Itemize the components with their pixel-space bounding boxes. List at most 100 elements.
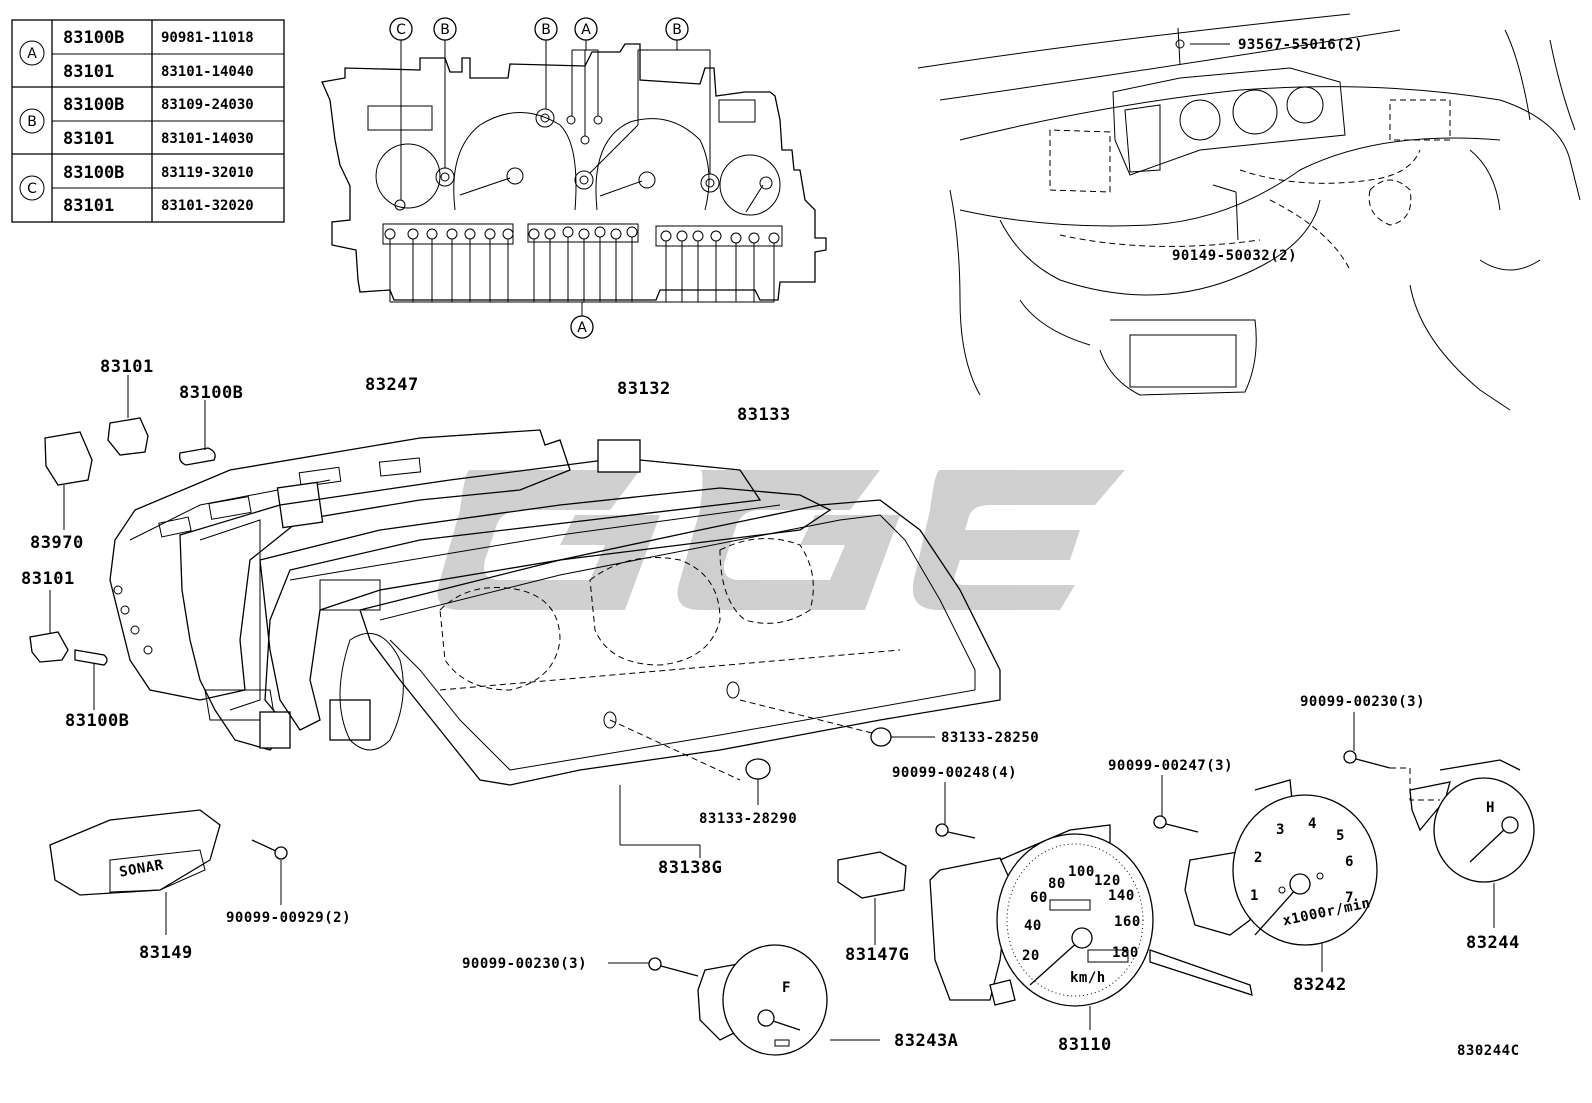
label-83132: 83132 [617,379,671,399]
screw-90099-00230-left [608,957,699,977]
table-cell: 83101 [63,62,114,82]
table-row-b: B 83100B 83109-24030 83101 83101-14030 [19,95,254,149]
bulb-83100b-top [178,400,216,466]
board-marker-a: A [574,17,598,41]
label-90099-00929: 90099-00929(2) [226,910,351,926]
svg-text:5: 5 [1336,828,1345,844]
svg-text:1: 1 [1250,888,1259,904]
sonar-unit-83149: SONAR [49,809,221,935]
label-83138g: 83138G [658,858,722,878]
board-marker-b: B [534,17,558,41]
label-83242: 83242 [1293,975,1347,995]
table-cell: 83100B [63,163,124,183]
dashboard-location-view: 93567-55016(2) 90149-50032(2) [917,13,1581,411]
svg-text:F: F [782,980,791,996]
svg-text:A: A [577,320,587,336]
speedometer-83110: 20 40 60 80 100 120 140 160 180 km/h [929,824,1253,1030]
label-90149-50032: 90149-50032(2) [1172,248,1297,264]
svg-text:100: 100 [1068,864,1095,880]
table-cell: 83101-14030 [161,131,254,147]
cluster-glass-83138g [339,499,1001,786]
part-variant-table: A 83100B 90981-11018 83101 83101-14040 B… [11,19,285,223]
connector-83147g [837,851,907,945]
fuel-gauge-83243a: F [697,944,880,1056]
table-cell: 83100B [63,95,124,115]
table-cell: 83109-24030 [161,97,254,113]
table-key-a: A [27,46,37,62]
sonar-text: SONAR [118,857,165,881]
table-key-b: B [27,114,37,130]
svg-text:B: B [541,22,551,38]
diagram-id: 830244C [1457,1043,1520,1059]
watermark-logo [437,470,1125,610]
screw-90099-00929 [251,839,288,905]
table-cell: 83101 [63,196,114,216]
socket-83101-top [107,375,149,456]
svg-text:60: 60 [1030,890,1048,906]
label-90099-00247: 90099-00247(3) [1108,758,1233,774]
label-83243a: 83243A [894,1031,958,1051]
part-labels: 83101 83100B 83970 83101 83100B 83247 83… [21,357,1520,1059]
svg-text:B: B [440,22,450,38]
table-cell: 83101-14040 [161,64,254,80]
svg-text:6: 6 [1345,854,1354,870]
label-83101-mid: 83101 [21,569,75,589]
svg-text:140: 140 [1108,888,1135,904]
label-83101-top: 83101 [100,357,154,377]
svg-text:H: H [1486,800,1495,816]
socket-row [382,223,783,247]
svg-text:180: 180 [1112,945,1139,961]
temperature-gauge-83244: H [1409,759,1535,928]
bulb-83100b-bottom [74,649,108,710]
tachometer-83242: 1 2 3 4 5 6 7 x1000r/min [1184,779,1378,972]
label-83247: 83247 [365,375,419,395]
cap-83133-28250 [870,727,935,747]
svg-text:120: 120 [1094,873,1121,889]
label-90099-00230-left: 90099-00230(3) [462,956,587,972]
svg-text:80: 80 [1048,876,1066,892]
label-90099-00230-right: 90099-00230(3) [1300,694,1425,710]
table-cell: 83101-32020 [161,198,254,214]
svg-text:A: A [581,22,591,38]
svg-text:40: 40 [1024,918,1042,934]
table-row-c: C 83100B 83119-32010 83101 83101-32020 [19,163,254,216]
socket-83101-mid [29,590,69,663]
label-93567-55016: 93567-55016(2) [1238,37,1363,53]
socket-83970 [44,431,93,530]
label-83100b-bottom: 83100B [65,711,129,731]
svg-text:3: 3 [1276,822,1285,838]
screw-90099-00247 [1153,775,1199,833]
cluster-case-83132 [179,439,762,751]
board-marker-a-bottom: A [570,315,594,339]
table-cell: 83100B [63,28,124,48]
svg-text:C: C [396,22,406,38]
board-marker-c: C [389,17,413,41]
table-cell: 83119-32010 [161,165,254,181]
label-83100b-top: 83100B [179,383,243,403]
label-83970: 83970 [30,533,84,553]
label-83133-28290: 83133-28290 [699,811,797,827]
label-83149: 83149 [139,943,193,963]
svg-text:20: 20 [1022,948,1040,964]
label-83244: 83244 [1466,933,1520,953]
table-cell: 90981-11018 [161,30,254,46]
svg-text:B: B [672,22,682,38]
label-83133-28250: 83133-28250 [941,730,1039,746]
svg-text:7: 7 [1345,890,1354,906]
cap-83133-28290 [745,758,771,805]
cluster-frame-83133 [259,487,832,741]
screw-90099-00248 [935,782,976,839]
label-83147g: 83147G [845,945,909,965]
label-83110: 83110 [1058,1035,1112,1055]
table-key-c: C [27,181,37,197]
table-cell: 83101 [63,129,114,149]
svg-text:4: 4 [1308,816,1317,832]
board-marker-b: B [665,17,689,41]
svg-text:2: 2 [1254,850,1263,866]
board-marker-b: B [433,17,457,41]
label-83133: 83133 [737,405,791,425]
table-row-a: A 83100B 90981-11018 83101 83101-14040 [19,28,254,82]
screw-90099-00230-right [1343,712,1440,801]
